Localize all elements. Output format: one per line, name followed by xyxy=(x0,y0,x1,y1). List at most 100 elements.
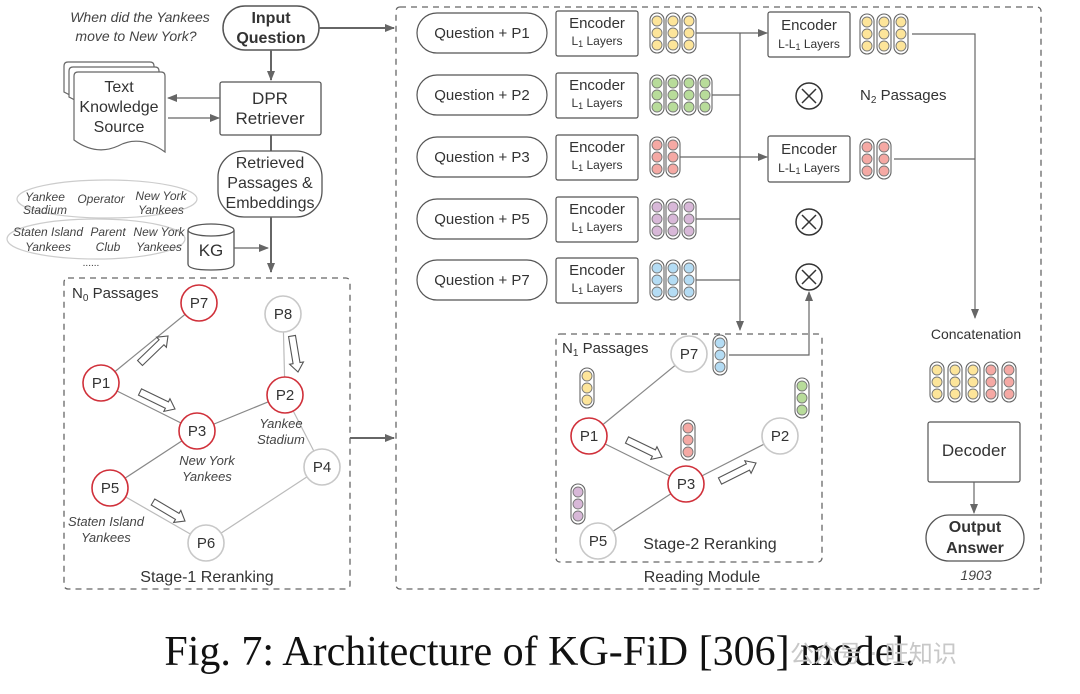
concat-embedding-vector xyxy=(947,361,963,403)
passage-node-label: P1 xyxy=(580,428,598,445)
embedding-bead xyxy=(572,498,584,510)
encoder1-layers: L1 Layers xyxy=(571,220,622,235)
concat-embedding-vector xyxy=(965,361,981,403)
embedding-bead xyxy=(683,77,695,89)
embedding-bead xyxy=(683,27,695,39)
triple1-tail-line1: New York xyxy=(135,189,187,203)
embedding-bead xyxy=(967,388,979,400)
embedding-bead xyxy=(581,394,593,406)
passage-node-label: P8 xyxy=(274,306,292,323)
embedding-vector xyxy=(665,198,681,240)
embedding-bead xyxy=(967,364,979,376)
encoder1-box xyxy=(555,72,639,119)
n2-passages-label: N2 Passages xyxy=(860,87,946,106)
encoder1-layers: L1 Layers xyxy=(571,158,622,173)
embedding-bead xyxy=(878,28,890,40)
embedding-bead xyxy=(949,376,961,388)
hollow-arrow-icon xyxy=(136,335,169,367)
embedding-bead xyxy=(651,151,663,163)
text-knowledge-source: Text Knowledge Source xyxy=(63,61,166,154)
knowledge-source-line1: Text xyxy=(104,79,134,96)
embedding-bead xyxy=(931,376,943,388)
stage1-box xyxy=(63,277,351,590)
embedding-bead xyxy=(861,165,873,177)
embedding-bead xyxy=(683,201,695,213)
triple2-relation-line1: Parent xyxy=(90,225,126,239)
stage2-box xyxy=(555,333,823,563)
concat-embedding-vector xyxy=(929,361,945,403)
embedding-vector xyxy=(649,198,665,240)
embedding-vector xyxy=(681,74,697,116)
retriever-line2: Retriever xyxy=(236,109,305,128)
question-passage-pill xyxy=(416,136,548,178)
encoder1-label: Encoder xyxy=(569,262,625,279)
arrow-p7-to-pruned xyxy=(729,291,813,356)
encoder1-layers: L1 Layers xyxy=(571,96,622,111)
retrieved-line2: Passages & xyxy=(227,175,313,192)
embedding-bead xyxy=(878,40,890,52)
embedding-bead xyxy=(1003,376,1015,388)
stage2-p1-embedding xyxy=(579,367,595,409)
pruned-marker-p2 xyxy=(795,82,823,110)
embedding-bead xyxy=(861,141,873,153)
embedding-bead xyxy=(651,15,663,27)
embedding-bead xyxy=(699,77,711,89)
retrieved-line1: Retrieved xyxy=(236,155,304,172)
p5-entity-line2: Yankees xyxy=(81,530,131,545)
hollow-arrow-icon xyxy=(717,460,757,485)
stage2-passages-label: N1 Passages xyxy=(562,340,648,359)
p3-entity-line2: Yankees xyxy=(182,469,232,484)
encoder1-box xyxy=(555,134,639,181)
embedding-bead xyxy=(878,16,890,28)
stage1-passages-label: N0 Passages xyxy=(72,285,158,304)
p3-entity-line1: New York xyxy=(179,453,236,468)
hollow-arrow-icon xyxy=(624,436,663,461)
embedding-bead xyxy=(985,376,997,388)
embedding-bead xyxy=(985,364,997,376)
input-question-node: Input Question xyxy=(222,5,320,51)
embedding-bead xyxy=(667,39,679,51)
passage-node-label: P2 xyxy=(276,387,294,404)
dpr-retriever: DPR Retriever xyxy=(219,81,322,136)
kg-database: KG xyxy=(187,223,235,271)
triple2-relation-line2: Club xyxy=(96,240,121,254)
embedding-bead xyxy=(796,404,808,416)
embedding-bead xyxy=(683,101,695,113)
embedding-vector xyxy=(697,74,713,116)
passage-node-label: P6 xyxy=(197,535,215,552)
embedding-bead xyxy=(667,151,679,163)
embedding-bead xyxy=(683,213,695,225)
encoder1-box xyxy=(555,257,639,304)
figure-caption: Fig. 7: Architecture of KG-FiD [306] mod… xyxy=(164,629,916,675)
encoder2-label: Encoder xyxy=(781,17,837,34)
question-passage-label: Question + P1 xyxy=(434,25,529,42)
concatenated-embeddings xyxy=(929,361,1017,403)
stage1-node-p7: P7 xyxy=(180,284,218,322)
embedding-bead xyxy=(949,388,961,400)
embedding-bead xyxy=(651,286,663,298)
passage-node-label: P4 xyxy=(313,459,331,476)
embedding-bead xyxy=(895,16,907,28)
stage2-hollow-arrows xyxy=(624,436,757,485)
embedding-bead xyxy=(878,165,890,177)
stage2-p7-embedding xyxy=(712,334,728,376)
stage2-title: Stage-2 Reranking xyxy=(643,536,776,553)
output-line2: Answer xyxy=(946,540,1004,557)
question-passage-label: Question + P5 xyxy=(434,211,529,228)
embedding-bead xyxy=(581,382,593,394)
embedding-bead xyxy=(651,89,663,101)
passage-node-label: P5 xyxy=(589,533,607,550)
embedding-bead xyxy=(796,392,808,404)
question-passage-pill xyxy=(416,12,548,54)
knowledge-source-line3: Source xyxy=(94,119,145,136)
decoder-label: Decoder xyxy=(942,441,1007,460)
stage2-p3-embedding xyxy=(680,419,696,461)
embedding-bead xyxy=(878,141,890,153)
stage1-node-p4: P4 xyxy=(303,448,341,486)
encoder1-layers: L1 Layers xyxy=(571,281,622,296)
